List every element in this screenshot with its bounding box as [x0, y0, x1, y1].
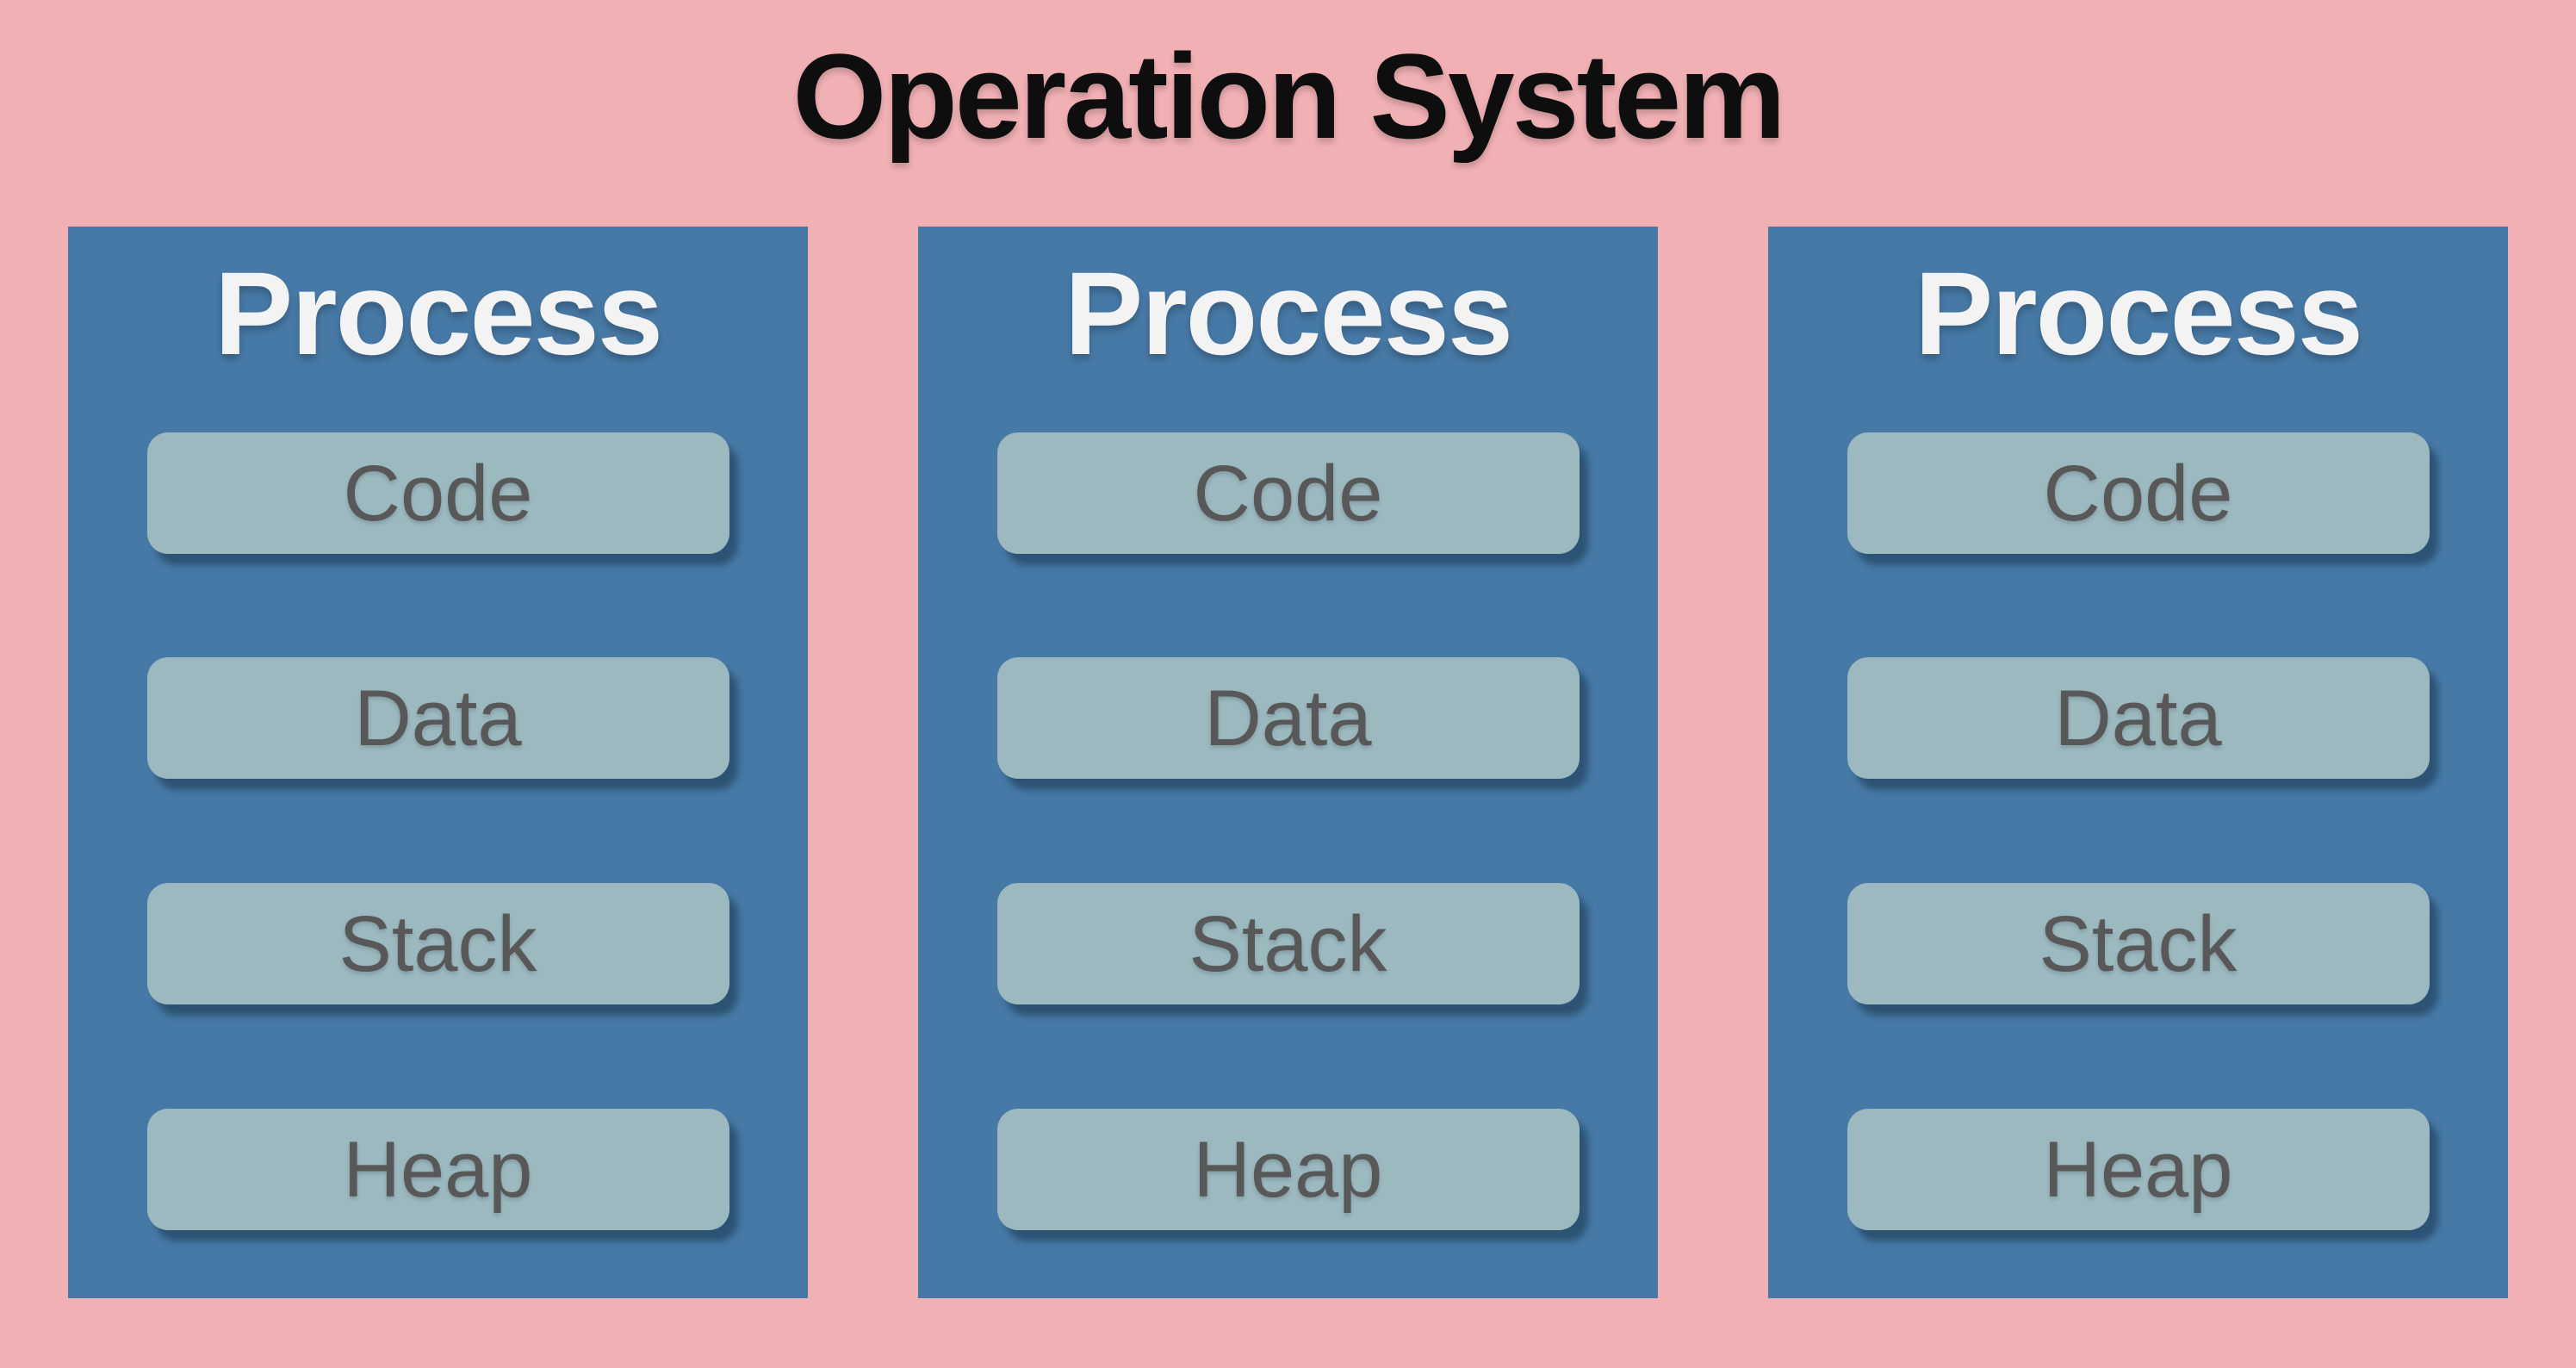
process-title: Process: [214, 248, 663, 380]
memory-segment-label: Heap: [2043, 1125, 2233, 1214]
memory-segment-label: Heap: [1193, 1125, 1383, 1214]
memory-segment-code: Code: [146, 432, 729, 554]
process-card-3: Process Code Data Stack Heap: [1768, 227, 2508, 1298]
memory-segment-label: Data: [354, 674, 522, 762]
memory-segment-label: Code: [343, 449, 533, 538]
memory-segment-code: Code: [1847, 432, 2430, 554]
memory-segment-label: Stack: [1189, 899, 1387, 988]
process-title: Process: [1914, 248, 2363, 380]
memory-segment-stack: Stack: [146, 883, 729, 1004]
process-title: Process: [1064, 248, 1513, 380]
os-title: Operation System: [792, 28, 1785, 164]
process-card-1: Process Code Data Stack Heap: [68, 227, 808, 1298]
memory-segment-stack: Stack: [996, 883, 1580, 1004]
memory-segment-heap: Heap: [1847, 1109, 2430, 1230]
memory-segment-label: Data: [1204, 674, 1372, 762]
memory-segment-stack: Stack: [1847, 883, 2430, 1004]
memory-segment-data: Data: [146, 657, 729, 779]
memory-segment-label: Code: [2043, 449, 2233, 538]
memory-segment-label: Code: [1193, 449, 1383, 538]
memory-segment-heap: Heap: [146, 1109, 729, 1230]
memory-segment-label: Heap: [343, 1125, 533, 1214]
memory-segment-heap: Heap: [996, 1109, 1580, 1230]
memory-segment-label: Stack: [2039, 899, 2238, 988]
memory-segment-data: Data: [1847, 657, 2430, 779]
memory-segment-code: Code: [996, 432, 1580, 554]
memory-segment-data: Data: [996, 657, 1580, 779]
memory-segment-label: Data: [2054, 674, 2222, 762]
memory-segment-label: Stack: [338, 899, 537, 988]
process-card-2: Process Code Data Stack Heap: [918, 227, 1658, 1298]
